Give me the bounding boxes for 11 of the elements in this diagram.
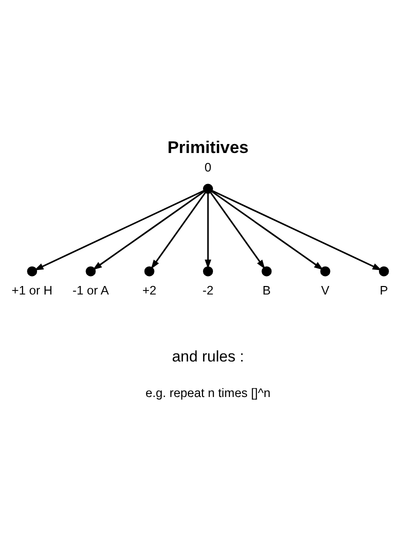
node-label: P bbox=[380, 282, 388, 297]
node-label: 0 bbox=[204, 160, 212, 174]
diagram-title: Primitives bbox=[167, 137, 249, 156]
node-label: V bbox=[321, 282, 330, 297]
node-label: B bbox=[262, 282, 271, 297]
label: e.g. repeat n times []^n bbox=[145, 385, 271, 400]
node-label: -1 or A bbox=[72, 282, 109, 297]
node-label: +2 bbox=[142, 282, 156, 297]
node-label: -2 bbox=[202, 282, 214, 297]
label: and rules : bbox=[172, 348, 244, 366]
node-label: +1 or H bbox=[12, 282, 52, 297]
